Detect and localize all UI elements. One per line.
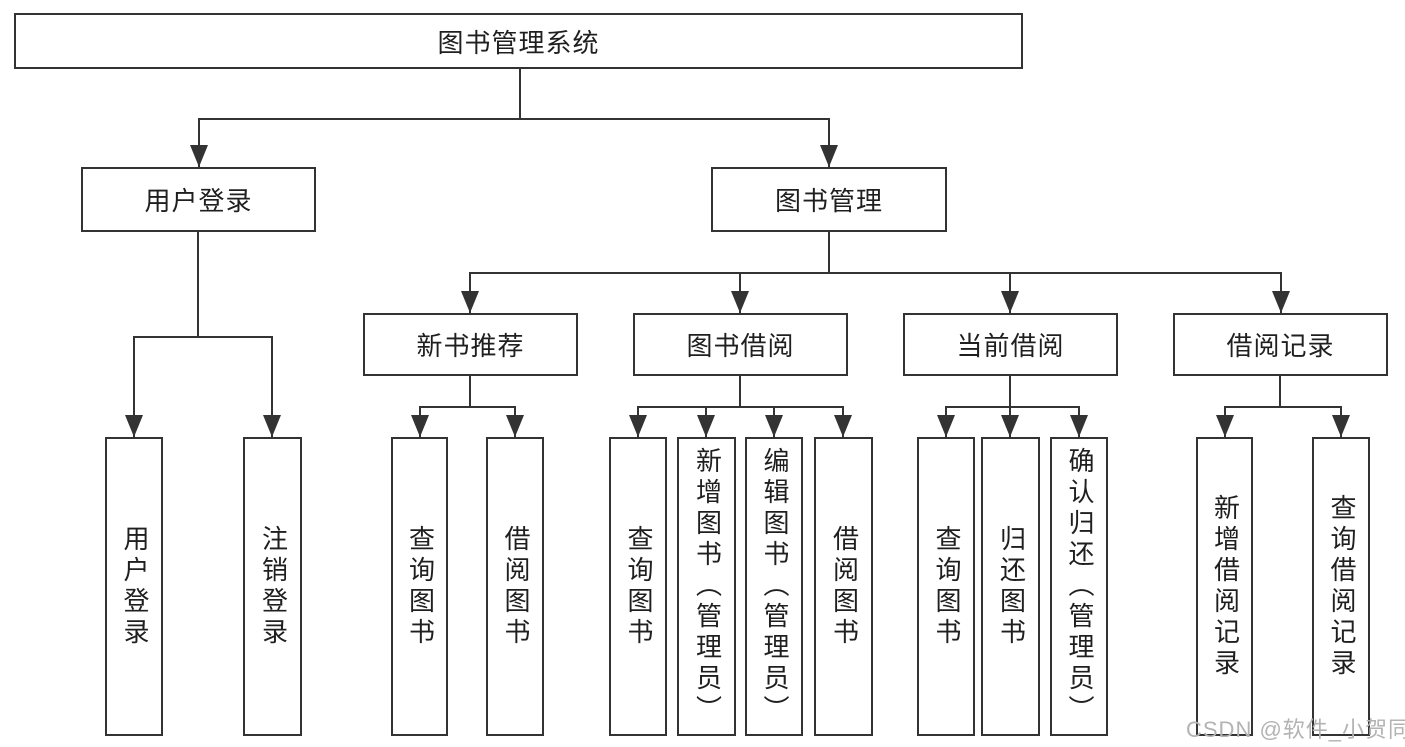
arrow-head-borrow-records	[1272, 291, 1290, 313]
leaf-logout-label: 注销登录	[258, 524, 289, 649]
arrow-head-book-management	[820, 145, 838, 167]
arrow-stem-book-management	[828, 118, 830, 167]
node-book-management-label: 图书管理	[774, 186, 883, 216]
node-current-borrow-label: 当前借阅	[956, 331, 1065, 361]
connector-root-rail	[198, 118, 830, 120]
arrow-head-cb-return	[1001, 415, 1019, 437]
leaf-bb-add-book-admin: 新增图书（管理员）	[677, 437, 736, 736]
arrow-head-br-query	[1332, 415, 1350, 437]
leaf-cb-query-books: 查询图书	[917, 437, 975, 736]
leaf-logout: 注销登录	[243, 437, 302, 736]
arrow-head-nbr-query	[411, 415, 429, 437]
connector-borrow-records-rail	[1224, 406, 1342, 408]
leaf-cb-return-books-label: 归还图书	[996, 524, 1027, 649]
arrow-stem-leaf-logout	[271, 336, 273, 437]
arrow-head-book-borrow	[731, 291, 749, 313]
connector-book-borrow-rail	[637, 406, 844, 408]
node-book-borrow-label: 图书借阅	[686, 331, 795, 361]
connector-borrow-records-trunk	[1279, 376, 1281, 406]
node-current-borrow: 当前借阅	[903, 313, 1118, 376]
node-library-system: 图书管理系统	[14, 13, 1023, 69]
node-book-management: 图书管理	[711, 167, 947, 232]
arrow-head-bb-borrow	[834, 415, 852, 437]
arrow-head-br-add	[1216, 415, 1234, 437]
connector-root-trunk	[519, 69, 521, 118]
leaf-nbr-query-books-label: 查询图书	[405, 524, 436, 649]
arrow-head-bb-query	[629, 415, 647, 437]
leaf-nbr-query-books: 查询图书	[391, 437, 448, 736]
leaf-br-query-record: 查询借阅记录	[1312, 437, 1370, 736]
leaf-nbr-borrow-books: 借阅图书	[486, 437, 544, 736]
node-new-book-recommend: 新书推荐	[363, 313, 578, 376]
arrow-head-current-borrow	[1001, 291, 1019, 313]
leaf-nbr-borrow-books-label: 借阅图书	[500, 524, 531, 649]
leaf-br-add-record-label: 新增借阅记录	[1210, 493, 1241, 680]
arrow-head-new-book-recommend	[461, 291, 479, 313]
arrow-head-user-login	[190, 145, 208, 167]
arrow-head-cb-confirm	[1070, 415, 1088, 437]
leaf-bb-edit-book-admin: 编辑图书（管理员）	[745, 437, 803, 736]
arrow-head-bb-edit	[765, 415, 783, 437]
node-library-system-label: 图书管理系统	[437, 27, 600, 58]
node-book-borrow: 图书借阅	[633, 313, 848, 376]
watermark: CSDN @软件_小贺同学	[1186, 717, 1405, 742]
connector-new-book-recommend-trunk	[469, 376, 471, 406]
connector-current-borrow-trunk	[1009, 376, 1011, 406]
leaf-bb-edit-book-admin-label: 编辑图书（管理员）	[759, 447, 790, 726]
node-borrow-records-label: 借阅记录	[1226, 331, 1335, 361]
leaf-cb-query-books-label: 查询图书	[931, 524, 962, 649]
arrow-head-nbr-borrow	[506, 415, 524, 437]
connector-new-book-recommend-rail	[419, 406, 516, 408]
arrow-head-bb-add	[697, 415, 715, 437]
arrow-head-leaf-logout	[263, 415, 281, 437]
leaf-bb-borrow-books: 借阅图书	[814, 437, 873, 736]
connector-current-borrow-rail	[945, 406, 1080, 408]
leaf-br-query-record-label: 查询借阅记录	[1326, 493, 1357, 680]
leaf-br-add-record: 新增借阅记录	[1196, 437, 1253, 736]
leaf-cb-confirm-return-admin-label: 确认归还（管理员）	[1064, 447, 1095, 726]
leaf-bb-add-book-admin-label: 新增图书（管理员）	[692, 447, 723, 726]
node-user-login-label: 用户登录	[144, 186, 253, 216]
leaf-bb-query-books-label: 查询图书	[623, 524, 654, 649]
arrow-stem-leaf-user-login	[133, 336, 135, 437]
leaf-user-login-label: 用户登录	[119, 524, 150, 649]
connector-book-management-rail	[469, 272, 1282, 274]
arrow-stem-user-login	[198, 118, 200, 167]
leaf-cb-confirm-return-admin: 确认归还（管理员）	[1050, 437, 1108, 736]
node-user-login: 用户登录	[81, 167, 316, 232]
connector-book-borrow-trunk	[739, 376, 741, 406]
connector-user-login-rail	[133, 336, 273, 338]
leaf-bb-query-books: 查询图书	[609, 437, 667, 736]
arrow-head-cb-query	[937, 415, 955, 437]
connector-book-management-trunk	[828, 232, 830, 272]
connector-user-login-trunk	[197, 232, 199, 336]
leaf-bb-borrow-books-label: 借阅图书	[829, 524, 860, 649]
node-new-book-recommend-label: 新书推荐	[416, 331, 525, 361]
leaf-cb-return-books: 归还图书	[981, 437, 1040, 736]
node-borrow-records: 借阅记录	[1173, 313, 1388, 376]
arrow-head-leaf-user-login	[125, 415, 143, 437]
leaf-user-login: 用户登录	[105, 437, 163, 736]
